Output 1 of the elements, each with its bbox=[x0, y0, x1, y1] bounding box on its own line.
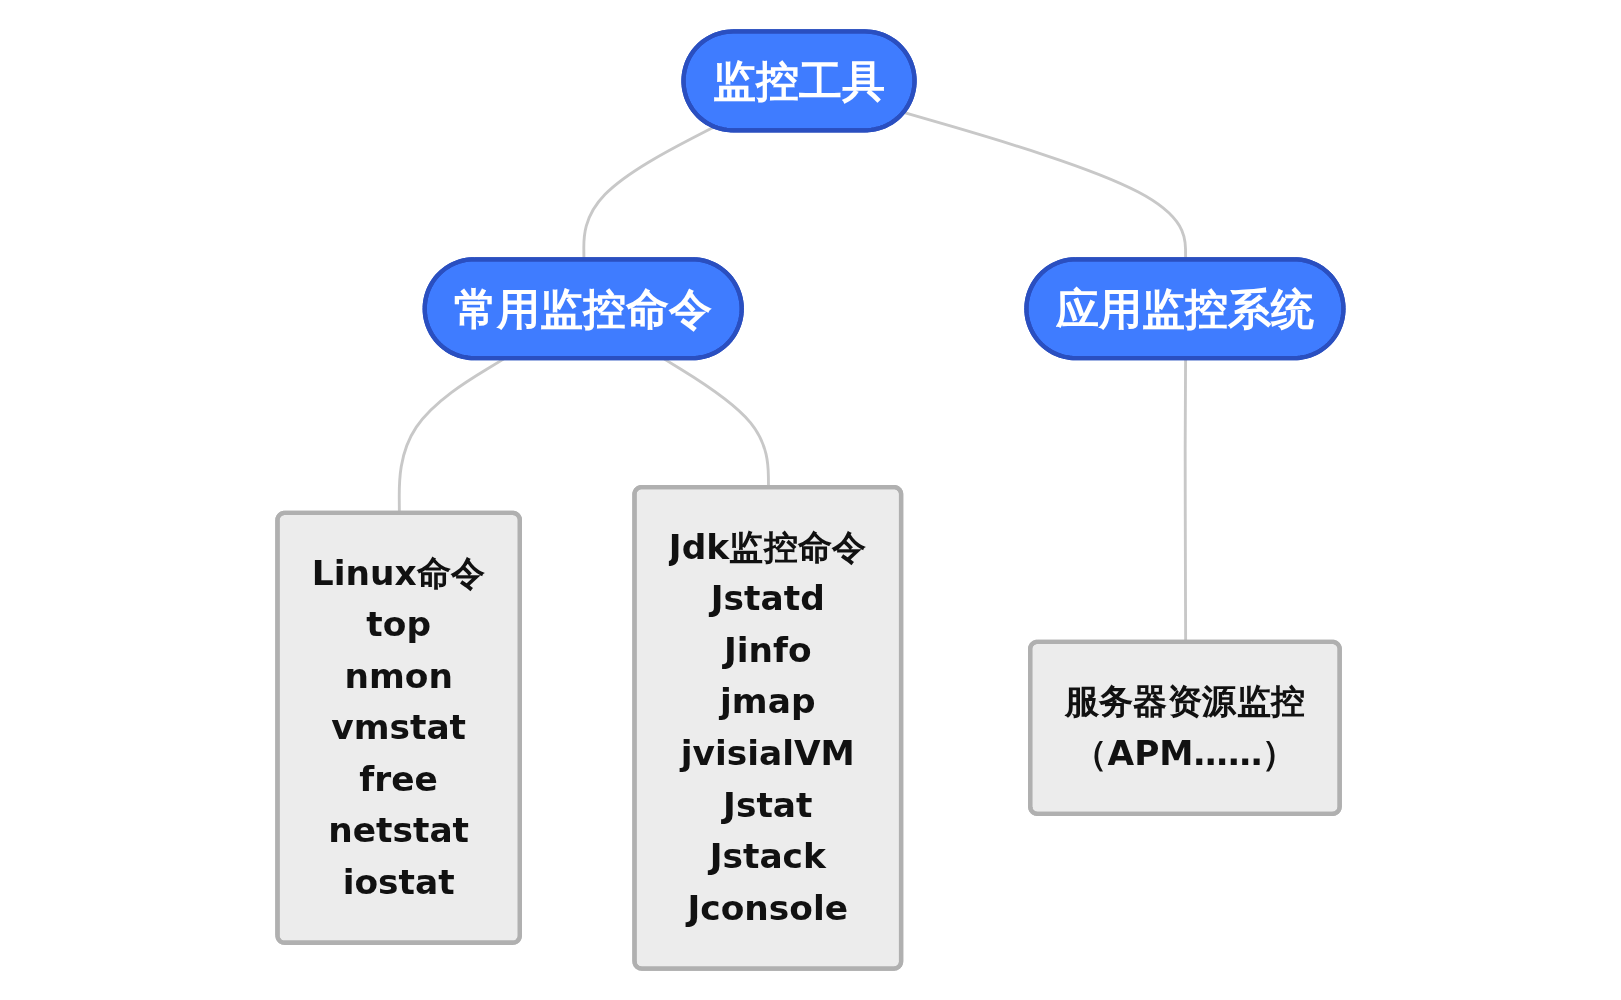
connector bbox=[663, 357, 770, 488]
